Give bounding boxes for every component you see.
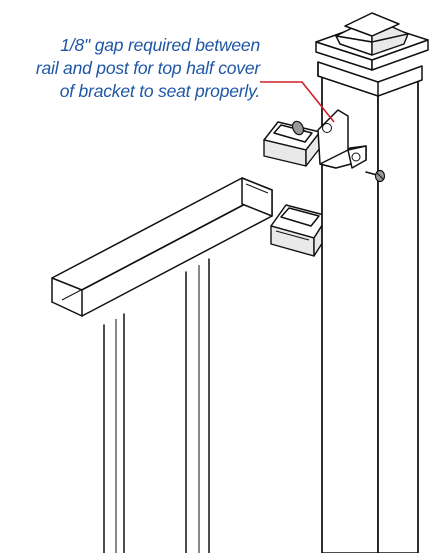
post-bracket (317, 109, 367, 169)
screw-upper (291, 120, 306, 136)
post-cap (315, 12, 429, 71)
top-rail (51, 177, 273, 317)
screw-lower (365, 169, 386, 183)
bracket-bottom-half (270, 204, 329, 257)
baluster-right (185, 258, 210, 554)
balusters (103, 258, 210, 554)
bracket-top-half (263, 121, 321, 167)
baluster-left (103, 313, 125, 554)
post (317, 61, 423, 554)
gap-leader-line (260, 81, 335, 123)
annotation-line-3: of bracket to seat properly. (59, 81, 260, 101)
annotation-line-1: 1/8" gap required between (60, 35, 260, 55)
annotation-line-2: rail and post for top half cover (35, 58, 260, 78)
gap-annotation: 1/8" gap required between rail and post … (6, 34, 260, 103)
